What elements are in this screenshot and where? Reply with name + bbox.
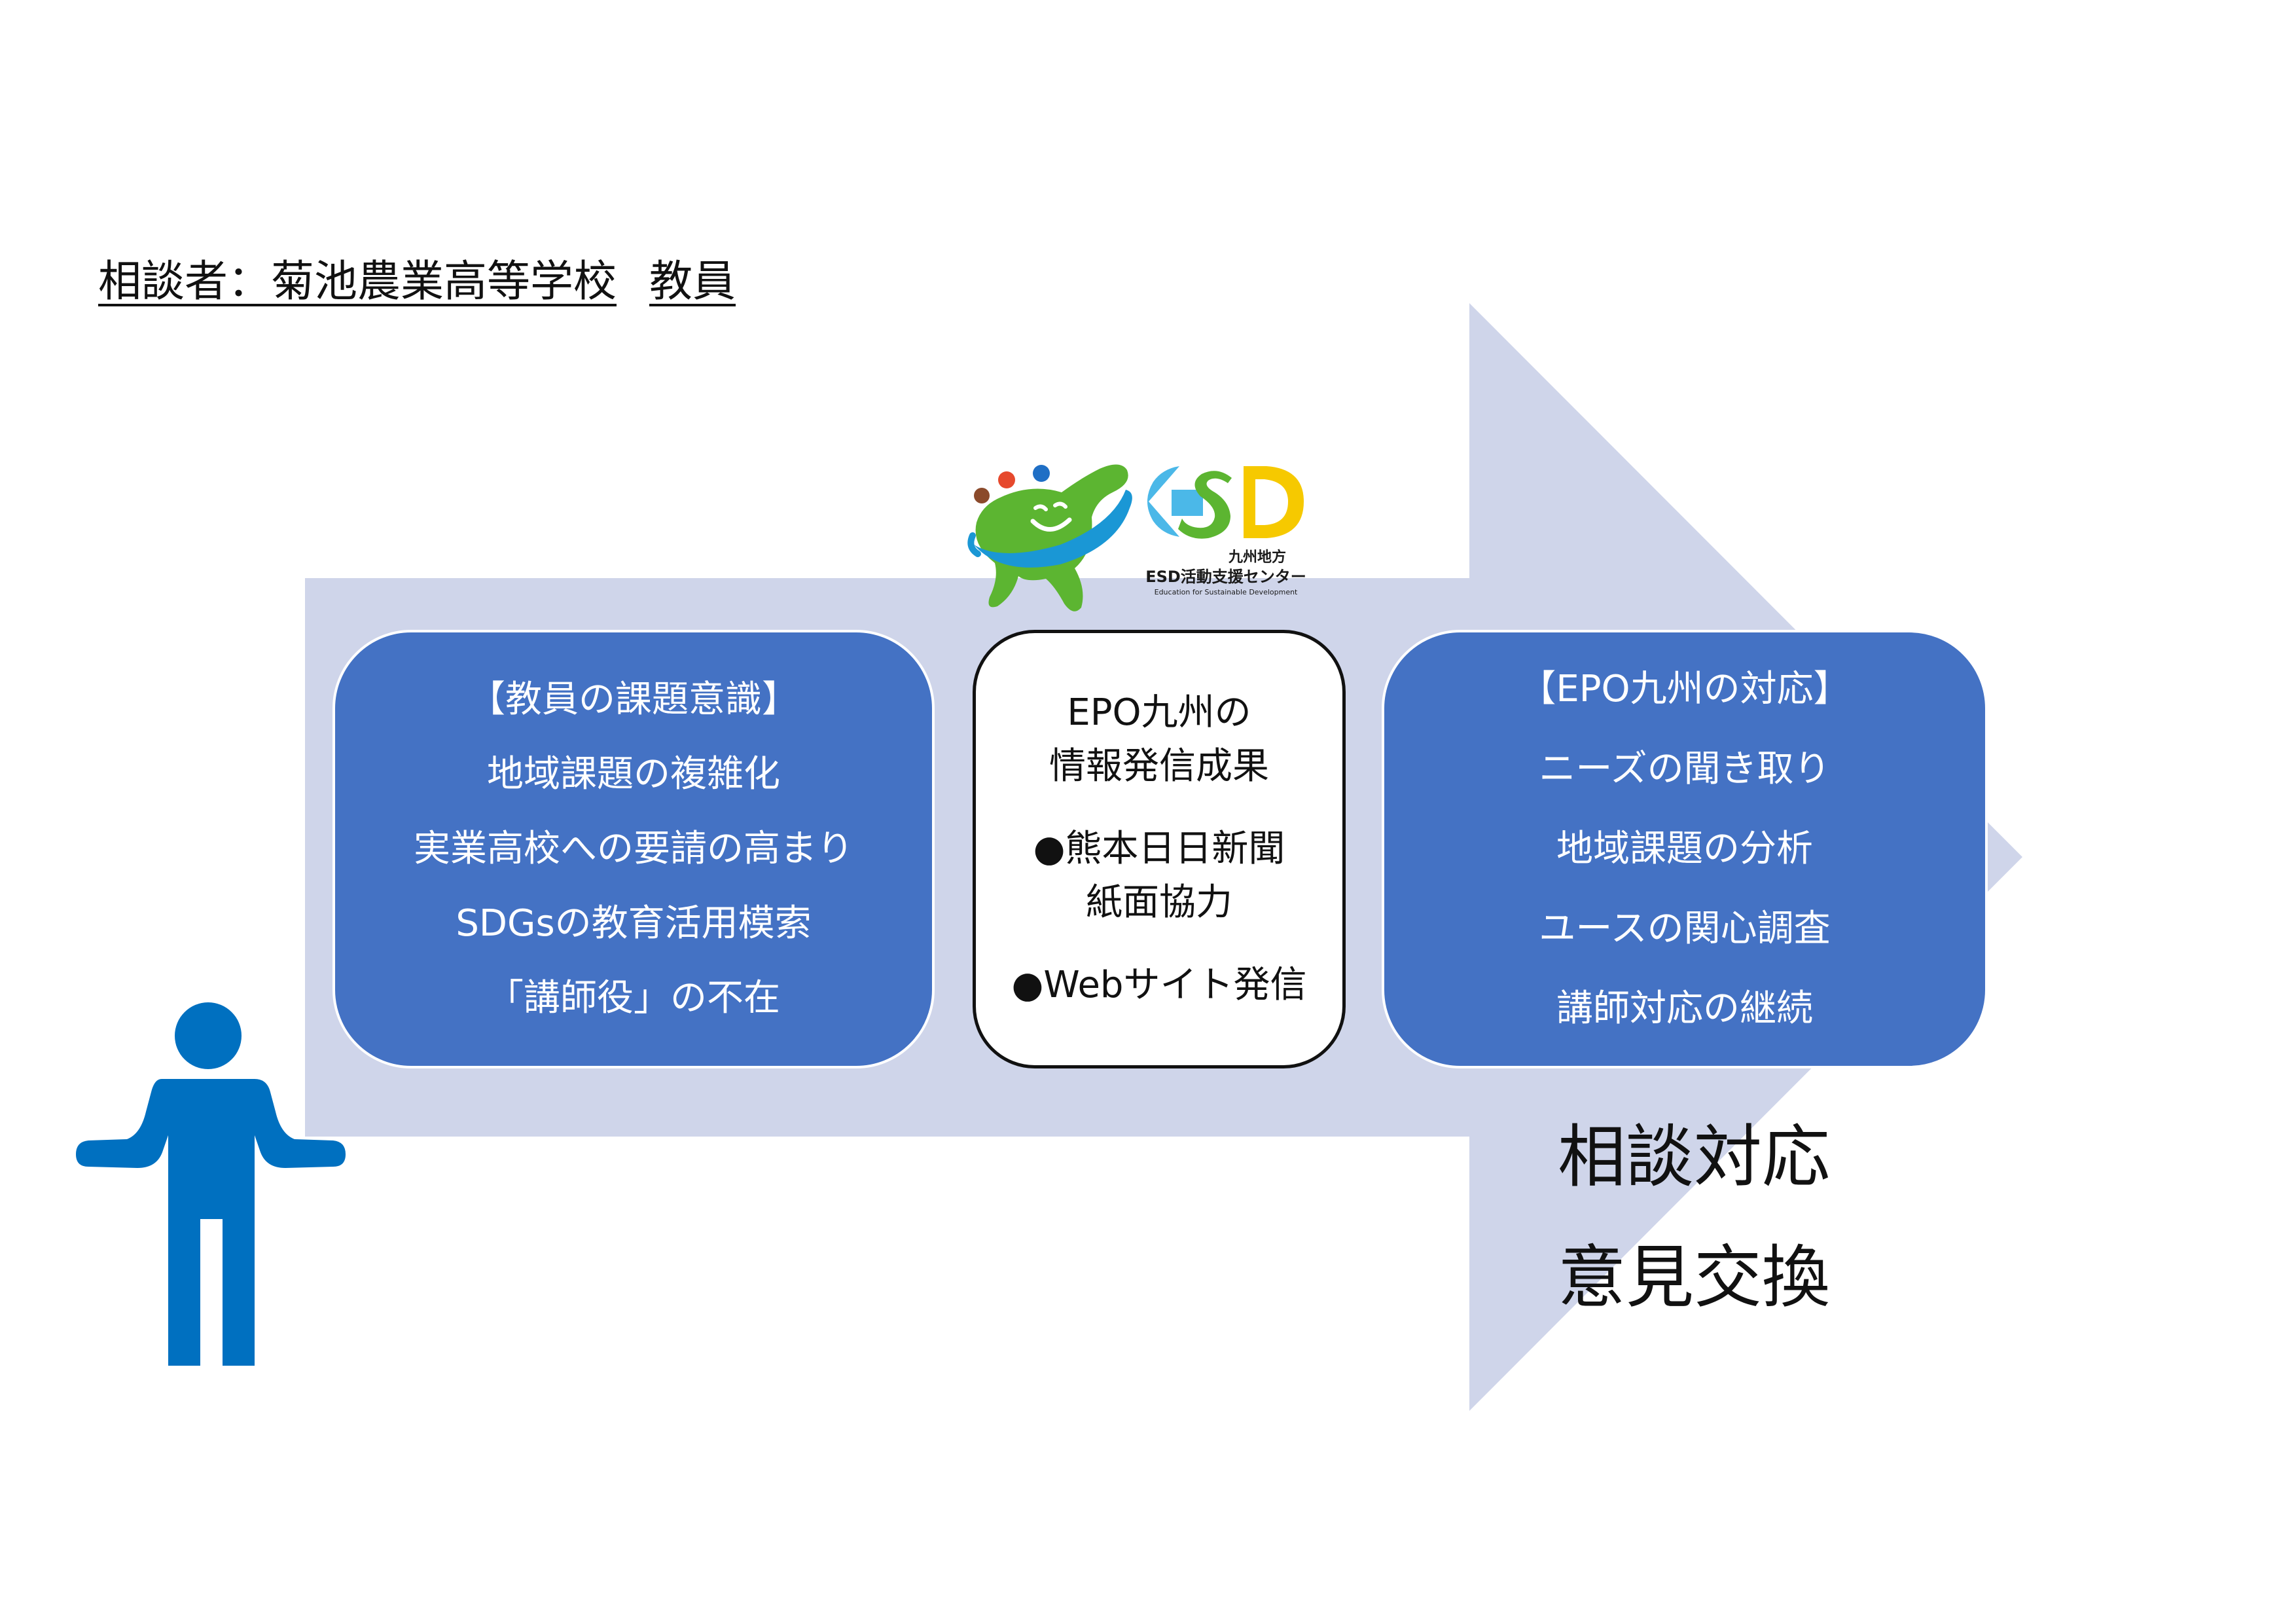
action-exchange: 意見交換 <box>1558 1237 1831 1317</box>
esd-center-name: ESD活動支援センター <box>1145 568 1306 586</box>
epo-result-newspaper: ●熊本日日新聞 <box>1033 828 1285 870</box>
teacher-issue-item: 「講師役」の不在 <box>487 977 780 1019</box>
esd-tagline: Education for Sustainable Development <box>1154 588 1298 596</box>
teacher-issues-title: 【教員の課題意識】 <box>469 678 798 721</box>
teacher-issue-item: 地域課題の複雑化 <box>487 753 780 795</box>
consultant-school: 相談者：菊池農業高等学校 <box>98 256 617 306</box>
epo-response-box: 【EPO九州の対応】 ニーズの聞き取り 地域課題の分析 ユースの関心調査 講師対… <box>1382 630 1988 1068</box>
epo-response-item: 地域課題の分析 <box>1556 828 1813 870</box>
consultant-role: 教員 <box>649 256 736 306</box>
mascot-logo <box>967 464 1132 611</box>
person-icon <box>76 1002 346 1366</box>
teacher-issue-item: SDGsの教育活用模索 <box>456 902 812 945</box>
epo-result-newspaper-detail: 紙面協力 <box>1086 881 1232 924</box>
action-consultation: 相談対応 <box>1558 1117 1831 1197</box>
esd-logo <box>1147 466 1304 539</box>
epo-results-title-line: 情報発信成果 <box>1049 745 1269 788</box>
epo-results-title-line: EPO九州の <box>1067 691 1251 734</box>
epo-result-website: ●Webサイト発信 <box>1011 964 1307 1006</box>
epo-response-item: ユースの関心調査 <box>1539 907 1831 950</box>
consultant-heading: 相談者：菊池農業高等学校教員 <box>98 252 736 311</box>
esd-region-label: 九州地方 <box>1228 549 1286 566</box>
epo-response-item: ニーズの聞き取り <box>1539 748 1831 790</box>
epo-response-title: 【EPO九州の対応】 <box>1519 668 1850 710</box>
epo-results-box: EPO九州の 情報発信成果 ●熊本日日新聞 紙面協力 ●Webサイト発信 <box>973 630 1346 1068</box>
teacher-issues-box: 【教員の課題意識】 地域課題の複雑化 実業高校への要請の高まり SDGsの教育活… <box>332 630 935 1068</box>
teacher-issue-item: 実業高校への要請の高まり <box>414 828 853 870</box>
epo-response-item: 講師対応の継続 <box>1556 987 1813 1030</box>
